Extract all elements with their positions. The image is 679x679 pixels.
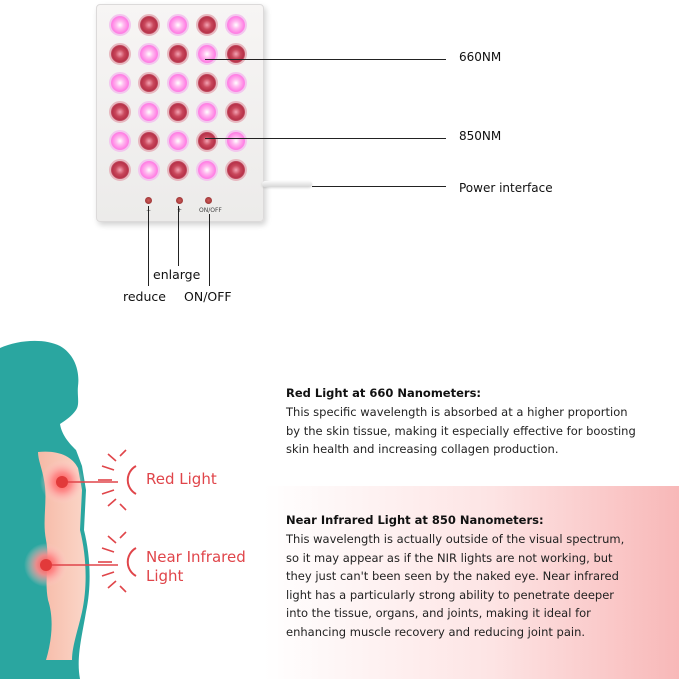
nir-light-label-line2: Light	[146, 567, 184, 585]
led-660nm	[109, 72, 131, 94]
led-850nm	[138, 72, 160, 94]
callout-line-660nm	[205, 59, 446, 60]
led-850nm	[196, 72, 218, 94]
led-660nm	[196, 43, 218, 65]
led-850nm	[167, 101, 189, 123]
led-850nm	[138, 14, 160, 36]
body-silhouette	[0, 340, 118, 679]
red-light-panel-device: − + ON/OFF	[96, 4, 264, 222]
label-onoff: ON/OFF	[184, 289, 232, 304]
nir-light-rays-icon	[98, 531, 137, 593]
callout-line-reduce	[148, 206, 149, 286]
text-line: so it may appear as if the NIR lights ar…	[286, 550, 613, 565]
red-light-rays-icon	[98, 449, 137, 511]
callout-line-enlarge	[178, 206, 179, 266]
label-660nm: 660NM	[459, 50, 502, 64]
callout-line-power	[312, 186, 446, 187]
nir-light-label-line1: Near Infrared	[146, 548, 246, 566]
led-660nm	[196, 159, 218, 181]
led-660nm	[138, 101, 160, 123]
text-line: skin health and increasing collagen prod…	[286, 442, 559, 456]
led-660nm	[138, 159, 160, 181]
callout-line-850nm	[205, 138, 446, 139]
led-850nm	[225, 43, 247, 65]
led-660nm	[225, 14, 247, 36]
label-power-interface: Power interface	[459, 181, 553, 195]
red-light-title: Red Light at 660 Nanometers:	[286, 386, 482, 400]
led-660nm	[167, 130, 189, 152]
red-light-description: This specific wavelength is absorbed at …	[286, 403, 666, 459]
led-660nm	[225, 130, 247, 152]
led-850nm	[109, 43, 131, 65]
text-line: light has a particularly strong ability …	[286, 587, 615, 602]
nir-light-description: This wavelength is actually outside of t…	[286, 530, 666, 641]
callout-line-onoff	[209, 214, 210, 286]
power-symbol: ON/OFF	[199, 207, 222, 214]
enlarge-symbol: +	[177, 207, 183, 214]
led-660nm	[109, 14, 131, 36]
led-850nm	[167, 43, 189, 65]
text-line: This specific wavelength is absorbed at …	[286, 405, 628, 419]
led-660nm	[138, 43, 160, 65]
text-line: by the skin tissue, making it especially…	[286, 423, 636, 438]
led-850nm	[109, 159, 131, 181]
led-850nm	[196, 14, 218, 36]
text-line: enhancing muscle recovery and reducing j…	[286, 624, 586, 639]
led-660nm	[196, 101, 218, 123]
text-line: This wavelength is actually outside of t…	[286, 532, 625, 546]
led-850nm	[138, 130, 160, 152]
led-660nm	[167, 72, 189, 94]
led-660nm	[109, 130, 131, 152]
reduce-button[interactable]	[145, 197, 152, 204]
power-button[interactable]	[205, 197, 212, 204]
led-660nm	[225, 72, 247, 94]
led-850nm	[196, 130, 218, 152]
led-850nm	[225, 159, 247, 181]
red-light-section: Red Light at 660 Nanometers: This specif…	[286, 386, 666, 459]
label-reduce: reduce	[123, 289, 166, 304]
label-850nm: 850NM	[459, 129, 502, 143]
pink-gradient-band	[264, 486, 679, 679]
nir-light-title: Near Infrared Light at 850 Nanometers:	[286, 513, 544, 527]
led-850nm	[167, 159, 189, 181]
red-light-label: Red Light	[146, 470, 217, 488]
led-grid	[109, 14, 247, 181]
led-850nm	[109, 101, 131, 123]
power-cable	[262, 181, 312, 187]
led-660nm	[167, 14, 189, 36]
text-line: into the tissue, organs, and joints, mak…	[286, 606, 591, 620]
label-enlarge: enlarge	[153, 267, 201, 282]
text-line: they just can't been seen by the naked e…	[286, 569, 619, 583]
nir-light-section: Near Infrared Light at 850 Nanometers: T…	[286, 513, 666, 641]
enlarge-button[interactable]	[176, 197, 183, 204]
led-850nm	[225, 101, 247, 123]
